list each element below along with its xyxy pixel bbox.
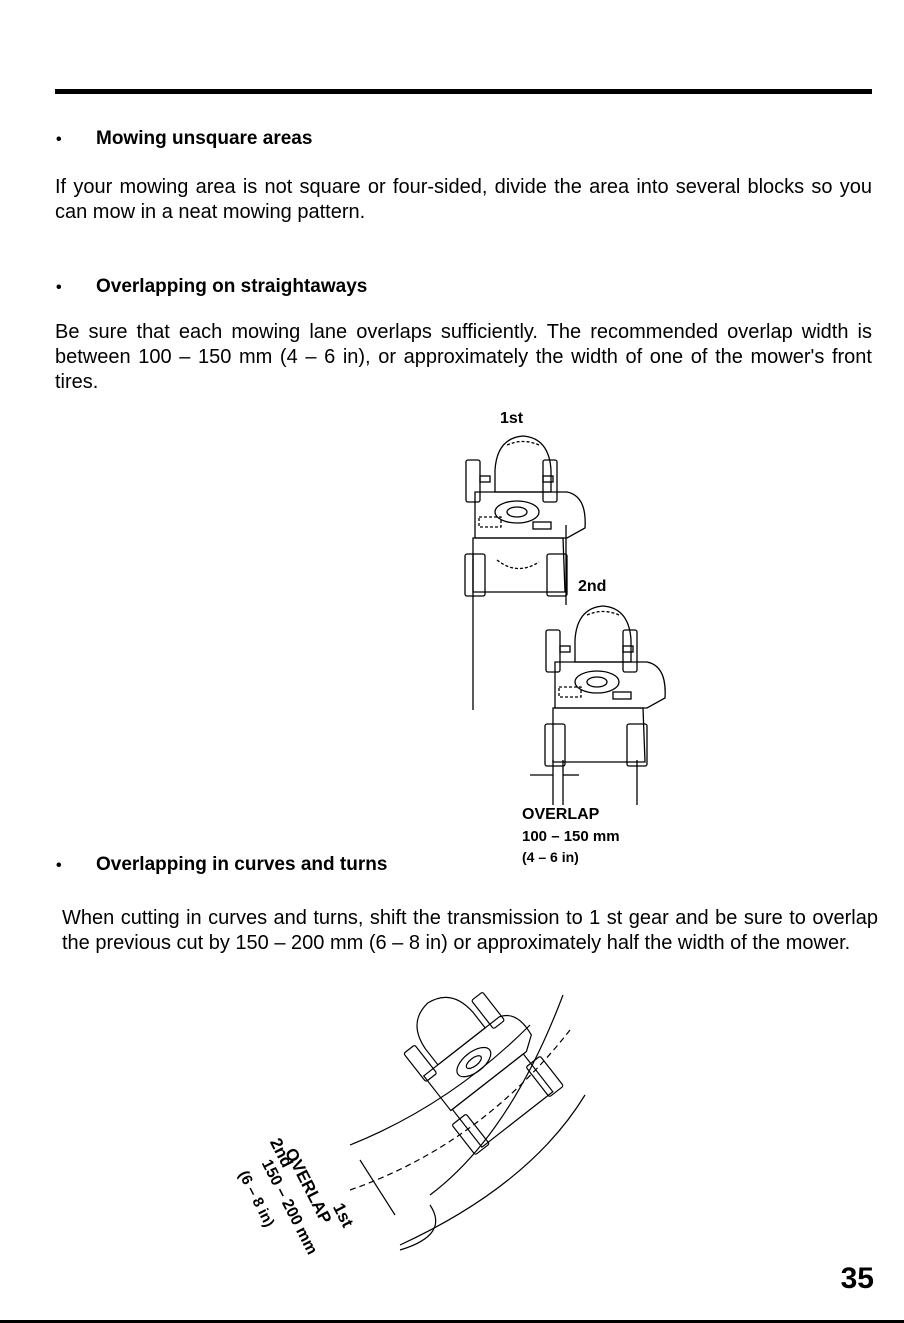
paragraph-mowing-unsquare: If your mowing area is not square or fou… [55,176,872,223]
label-first-pass: 1st [500,410,524,427]
heading-overlapping-curves: •Overlapping in curves and turns [56,854,388,875]
overlap-metric-straight: 100 – 150 mm [522,828,620,845]
mower-illustration-first [464,435,586,710]
heading-mowing-unsquare: •Mowing unsquare areas [56,128,313,149]
heading-overlapping-straightaways: •Overlapping on straightaways [56,276,368,297]
page-number: 35 [840,1262,874,1295]
mower-illustration-second [530,605,666,805]
bullet: • [56,857,62,874]
bullet: • [56,131,62,148]
overlap-title-straight: OVERLAP [522,806,600,823]
bullet: • [56,279,62,296]
bottom-rule [0,1320,904,1323]
paragraph-overlapping-curves: When cutting in curves and turns, shift … [62,907,878,954]
paragraph-overlapping-straightaways: Be sure that each mowing lane overlaps s… [55,321,872,393]
overlap-imperial-straight: (4 – 6 in) [522,849,579,865]
label-second-pass: 2nd [578,578,607,595]
top-rule [55,89,872,94]
curve-overlap-illustration [349,992,586,1251]
